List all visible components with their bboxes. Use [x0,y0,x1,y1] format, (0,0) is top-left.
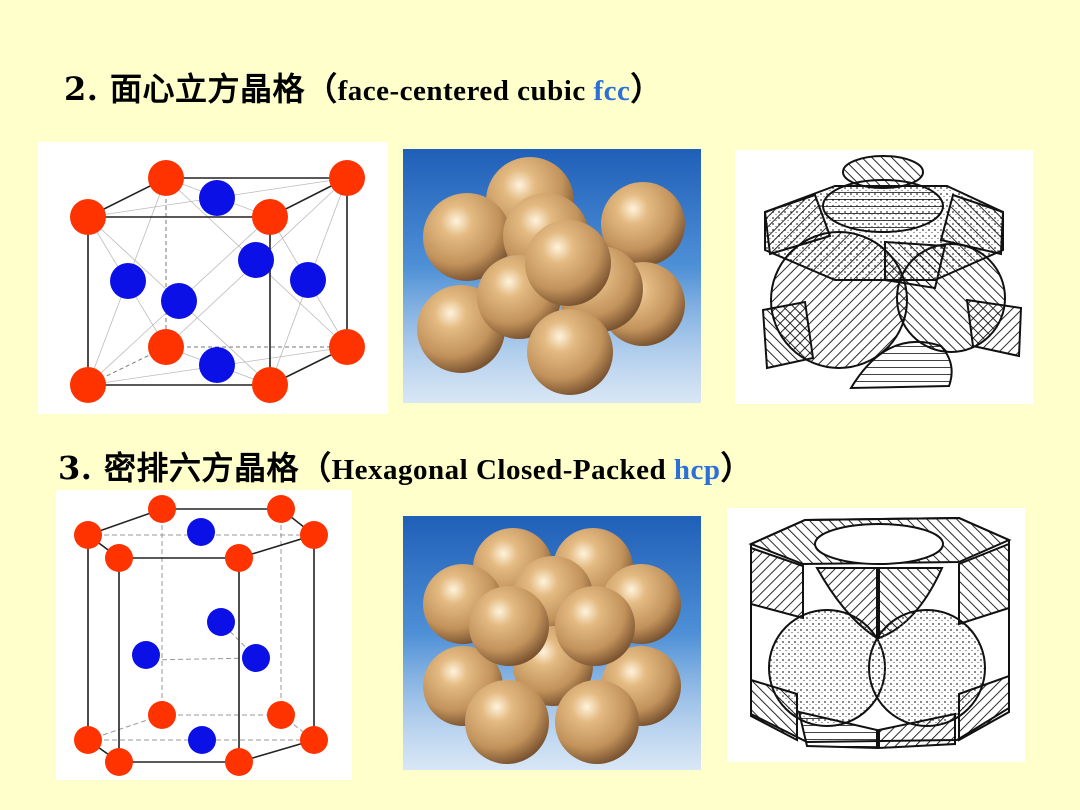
hcp-heading-number: 3. [58,449,92,487]
hcp-heading: 3. 密排六方晶格（Hexagonal Closed-Packed hcp） [58,443,753,489]
hcp-heading-title-cn: 密排六方晶格 [104,449,299,487]
hcp-sphere-model-image [403,516,701,770]
hcp-lattice-diagram [56,490,352,780]
fcc-heading-abbr: fcc [593,75,630,107]
fcc-heading-title-cn: 面心立方晶格 [110,70,305,108]
fcc-heading-title-en: face-centered cubic [338,75,594,107]
hcp-heading-abbr: hcp [674,454,721,486]
fcc-heading-paren-close: ） [630,70,663,108]
fcc-sphere-model-image [403,149,701,403]
fcc-lattice-diagram [38,142,388,414]
fcc-heading-paren-open: （ [305,70,338,108]
hcp-heading-title-en: Hexagonal Closed-Packed [332,454,674,486]
hcp-cutaway-sketch [727,508,1025,762]
hcp-heading-paren-open: （ [299,449,332,487]
fcc-heading-number: 2. [64,70,98,108]
fcc-heading: 2. 面心立方晶格（face-centered cubic fcc） [64,64,663,110]
hcp-heading-paren-close: ） [721,449,754,487]
fcc-cutaway-sketch [735,150,1033,404]
